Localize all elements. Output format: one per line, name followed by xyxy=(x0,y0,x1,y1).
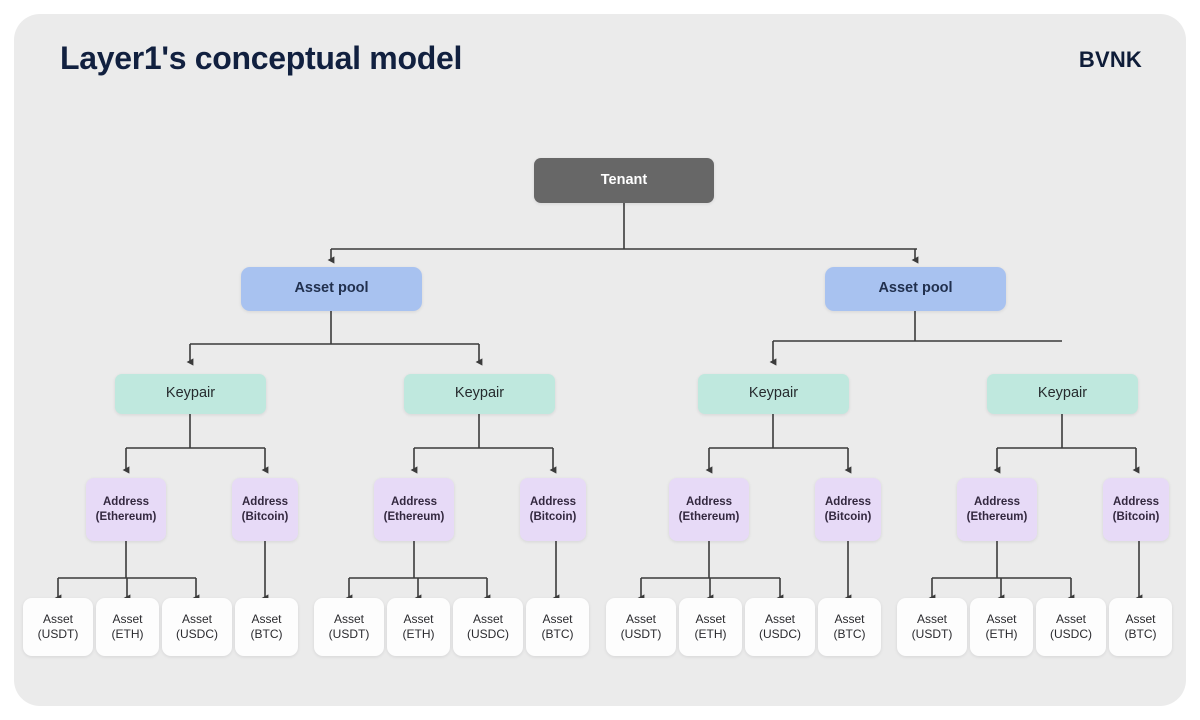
node-label-line2: (USDC) xyxy=(176,627,218,641)
node-keypair-2[interactable]: Keypair xyxy=(404,374,555,414)
node-label-line2: (ETH) xyxy=(985,627,1018,641)
node-label-line1: Asset xyxy=(42,612,73,627)
node-label-line2: (BTC) xyxy=(250,627,283,641)
node-label-line2: (USDC) xyxy=(759,627,801,641)
node-asset-pool-1[interactable]: Asset pool xyxy=(241,267,422,311)
node-label-line2: (Bitcoin) xyxy=(241,510,289,523)
content-card xyxy=(14,14,1186,706)
node-asset-eth-4[interactable]: Asset (ETH) xyxy=(970,598,1033,656)
node-label-line1: Address xyxy=(1112,496,1160,509)
node-label-line1: Asset xyxy=(834,612,865,627)
node-asset-eth-3[interactable]: Asset (ETH) xyxy=(679,598,742,656)
brand-logo: BVNK xyxy=(1078,47,1142,72)
node-label-line2: (USDT) xyxy=(620,627,662,641)
node-asset-usdc-1[interactable]: Asset (USDC) xyxy=(162,598,232,656)
node-label: Asset pool xyxy=(294,280,369,297)
node-label-line2: (USDT) xyxy=(328,627,370,641)
node-tenant[interactable]: Tenant xyxy=(534,158,714,203)
node-asset-eth-2[interactable]: Asset (ETH) xyxy=(387,598,450,656)
page-title: Layer1's conceptual model xyxy=(60,40,463,76)
node-label: Keypair xyxy=(1037,385,1088,402)
node-label-line2: (USDT) xyxy=(37,627,79,641)
node-asset-usdt-3[interactable]: Asset (USDT) xyxy=(606,598,676,656)
node-label-line1: Asset xyxy=(112,612,143,627)
node-label-line1: Asset xyxy=(916,612,947,627)
node-asset-usdc-4[interactable]: Asset (USDC) xyxy=(1036,598,1106,656)
node-asset-btc-2[interactable]: Asset (BTC) xyxy=(526,598,589,656)
node-label-line2: (Ethereum) xyxy=(95,510,157,523)
node-label-line2: (USDT) xyxy=(911,627,953,641)
node-label-line1: Asset xyxy=(333,612,364,627)
node-asset-btc-1[interactable]: Asset (BTC) xyxy=(235,598,298,656)
node-asset-pool-2[interactable]: Asset pool xyxy=(825,267,1006,311)
node-label-line2: (BTC) xyxy=(833,627,866,641)
node-label-line1: Asset xyxy=(1125,612,1156,627)
node-asset-usdc-3[interactable]: Asset (USDC) xyxy=(745,598,815,656)
node-asset-usdc-2[interactable]: Asset (USDC) xyxy=(453,598,523,656)
node-label-line1: Asset xyxy=(472,612,503,627)
node-label-line1: Asset xyxy=(625,612,656,627)
node-asset-btc-3[interactable]: Asset (BTC) xyxy=(818,598,881,656)
node-label-line2: (Ethereum) xyxy=(966,510,1028,523)
node-asset-eth-1[interactable]: Asset (ETH) xyxy=(96,598,159,656)
node-address-2-bitcoin[interactable]: Address (Bitcoin) xyxy=(232,478,298,541)
node-address-5-ethereum[interactable]: Address (Ethereum) xyxy=(669,478,749,541)
node-label-line2: (Bitcoin) xyxy=(529,510,577,523)
node-address-8-bitcoin[interactable]: Address (Bitcoin) xyxy=(1103,478,1169,541)
node-label-line1: Address xyxy=(973,496,1021,509)
node-label-line2: (ETH) xyxy=(111,627,144,641)
node-label-line2: (USDC) xyxy=(467,627,509,641)
node-keypair-1[interactable]: Keypair xyxy=(115,374,266,414)
node-label-line1: Address xyxy=(102,496,150,509)
node-keypair-4[interactable]: Keypair xyxy=(987,374,1138,414)
node-label-line2: (Bitcoin) xyxy=(824,510,872,523)
node-label: Keypair xyxy=(748,385,799,402)
node-label: Asset pool xyxy=(878,280,953,297)
node-address-7-ethereum[interactable]: Address (Ethereum) xyxy=(957,478,1037,541)
node-address-1-ethereum[interactable]: Address (Ethereum) xyxy=(86,478,166,541)
node-address-3-ethereum[interactable]: Address (Ethereum) xyxy=(374,478,454,541)
node-label-line1: Asset xyxy=(181,612,212,627)
node-label: Tenant xyxy=(600,171,648,188)
node-address-6-bitcoin[interactable]: Address (Bitcoin) xyxy=(815,478,881,541)
node-label-line1: Asset xyxy=(542,612,573,627)
node-label-line1: Asset xyxy=(695,612,726,627)
node-label-line1: Asset xyxy=(403,612,434,627)
node-label-line2: (BTC) xyxy=(1124,627,1157,641)
node-label-line2: (Ethereum) xyxy=(383,510,445,523)
node-label-line1: Address xyxy=(824,496,872,509)
node-label-line1: Asset xyxy=(1055,612,1086,627)
node-label: Keypair xyxy=(454,385,505,402)
node-label: Keypair xyxy=(165,385,216,402)
node-label-line2: (USDC) xyxy=(1050,627,1092,641)
node-label-line1: Asset xyxy=(251,612,282,627)
node-label-line2: (Ethereum) xyxy=(678,510,740,523)
node-asset-btc-4[interactable]: Asset (BTC) xyxy=(1109,598,1172,656)
node-label-line1: Address xyxy=(390,496,438,509)
node-label-line2: (ETH) xyxy=(694,627,727,641)
node-label-line2: (ETH) xyxy=(402,627,435,641)
node-label-line2: (Bitcoin) xyxy=(1112,510,1160,523)
node-asset-usdt-2[interactable]: Asset (USDT) xyxy=(314,598,384,656)
node-asset-usdt-4[interactable]: Asset (USDT) xyxy=(897,598,967,656)
node-label-line1: Address xyxy=(529,496,577,509)
node-label-line1: Asset xyxy=(986,612,1017,627)
node-label-line1: Asset xyxy=(764,612,795,627)
node-label-line2: (BTC) xyxy=(541,627,574,641)
node-address-4-bitcoin[interactable]: Address (Bitcoin) xyxy=(520,478,586,541)
node-asset-usdt-1[interactable]: Asset (USDT) xyxy=(23,598,93,656)
node-label-line1: Address xyxy=(241,496,289,509)
node-keypair-3[interactable]: Keypair xyxy=(698,374,849,414)
node-label-line1: Address xyxy=(685,496,733,509)
